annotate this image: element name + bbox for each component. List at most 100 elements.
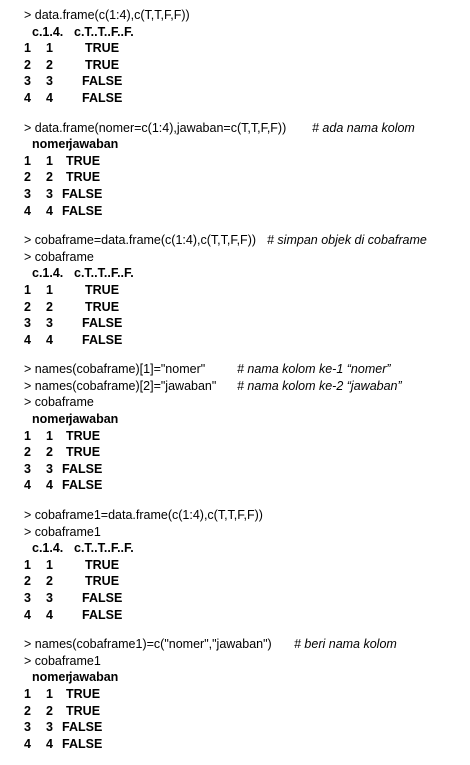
command-comment: # nama kolom ke-2 “jawaban”: [237, 378, 402, 393]
command-line: > cobaframe1: [24, 653, 464, 670]
row-name: 2: [24, 574, 31, 589]
row-name: 3: [24, 591, 31, 605]
command-code: > cobaframe1=data.frame(c(1:4),c(T,T,F,F…: [24, 508, 263, 523]
column-header: c.T..T..F..F.: [74, 541, 134, 556]
cell-value: TRUE: [85, 574, 120, 589]
cell-value: 4: [46, 203, 53, 218]
row-name: 4: [24, 736, 31, 751]
cell-value: 1: [46, 557, 53, 572]
column-header: c.1.4.: [32, 266, 64, 281]
row-name: 3: [24, 461, 31, 476]
command-line: > data.frame(c(1:4),c(T,T,F,F)): [24, 7, 464, 24]
command-comment: # beri nama kolom: [294, 637, 397, 652]
output-block-6: > names(cobaframe1)=c("nomer","jawaban")…: [24, 636, 464, 752]
row-name: 2: [24, 57, 31, 72]
command-code: > data.frame(nomer=c(1:4),jawaban=c(T,T,…: [24, 120, 287, 135]
column-header: c.1.4.: [32, 541, 64, 556]
cell-value: TRUE: [85, 57, 120, 72]
cell-value: 1: [46, 153, 53, 168]
row-name: 4: [24, 332, 31, 347]
cell-value: 3: [46, 186, 53, 201]
row-name: 1: [24, 557, 31, 572]
row-name: 1: [24, 41, 31, 56]
cell-value: FALSE: [62, 736, 103, 751]
cell-value: TRUE: [66, 153, 101, 168]
command-code: > names(cobaframe)[1]="nomer": [24, 362, 206, 377]
command-code: > cobaframe: [24, 249, 94, 264]
command-comment: # nama kolom ke-1 “nomer”: [237, 362, 391, 377]
table-header: nomer jawaban: [24, 411, 464, 428]
column-header: c.1.4.: [32, 24, 64, 39]
table-header: c.1.4. c.T..T..F..F.: [24, 540, 464, 557]
column-header: nomer: [32, 670, 71, 685]
cell-value: 4: [46, 607, 53, 622]
command-line: > names(cobaframe)[2]="jawaban" # nama ko…: [24, 378, 464, 395]
row-name: 4: [24, 203, 31, 218]
cell-value: TRUE: [66, 428, 101, 443]
output-block-5: > cobaframe1=data.frame(c(1:4),c(T,T,F,F…: [24, 507, 464, 623]
cell-value: FALSE: [82, 332, 123, 347]
command-code: > names(cobaframe1)=c("nomer","jawaban"): [24, 637, 272, 652]
row-name: 1: [24, 153, 31, 168]
table-header: c.1.4. c.T..T..F..F.: [24, 265, 464, 282]
column-header: jawaban: [69, 137, 119, 152]
cell-value: TRUE: [66, 170, 101, 185]
row-name: 3: [24, 74, 31, 89]
row-name: 3: [24, 186, 31, 201]
row-name: 4: [24, 478, 31, 493]
table-header: nomer jawaban: [24, 136, 464, 153]
column-header: jawaban: [69, 412, 119, 427]
row-name: 1: [24, 686, 31, 701]
cell-value: 3: [46, 74, 53, 89]
cell-value: 4: [46, 90, 53, 105]
cell-value: 1: [46, 41, 53, 56]
cell-value: 1: [46, 282, 53, 297]
command-line: > cobaframe: [24, 394, 464, 411]
table-header: nomer jawaban: [24, 669, 464, 686]
command-line: > data.frame(nomer=c(1:4),jawaban=c(T,T,…: [24, 120, 464, 137]
cell-value: TRUE: [85, 282, 120, 297]
row-name: 2: [24, 170, 31, 185]
cell-value: FALSE: [62, 461, 103, 476]
output-block-1: > data.frame(c(1:4),c(T,T,F,F)) c.1.4. c…: [24, 7, 464, 107]
command-code: > cobaframe=data.frame(c(1:4),c(T,T,F,F)…: [24, 233, 257, 248]
column-header: nomer: [32, 137, 71, 152]
cell-value: FALSE: [82, 74, 123, 89]
output-block-3: > cobaframe=data.frame(c(1:4),c(T,T,F,F)…: [24, 232, 464, 348]
cell-value: FALSE: [62, 478, 103, 493]
cell-value: TRUE: [85, 557, 120, 572]
column-header: jawaban: [69, 670, 119, 685]
row-name: 1: [24, 282, 31, 297]
cell-value: TRUE: [66, 703, 101, 718]
column-header: nomer: [32, 412, 71, 427]
cell-value: 3: [46, 591, 53, 605]
cell-value: 1: [46, 686, 53, 701]
cell-value: 4: [46, 332, 53, 347]
cell-value: 2: [46, 170, 53, 185]
row-name: 1: [24, 428, 31, 443]
cell-value: 1: [46, 428, 53, 443]
cell-value: 2: [46, 574, 53, 589]
command-line: > cobaframe1=data.frame(c(1:4),c(T,T,F,F…: [24, 507, 464, 524]
cell-value: 2: [46, 299, 53, 314]
command-comment: # simpan objek di cobaframe: [267, 233, 427, 248]
cell-value: FALSE: [82, 607, 123, 622]
command-code: > names(cobaframe)[2]="jawaban": [24, 378, 217, 393]
column-header: c.T..T..F..F.: [74, 24, 134, 39]
cell-value: 4: [46, 736, 53, 751]
